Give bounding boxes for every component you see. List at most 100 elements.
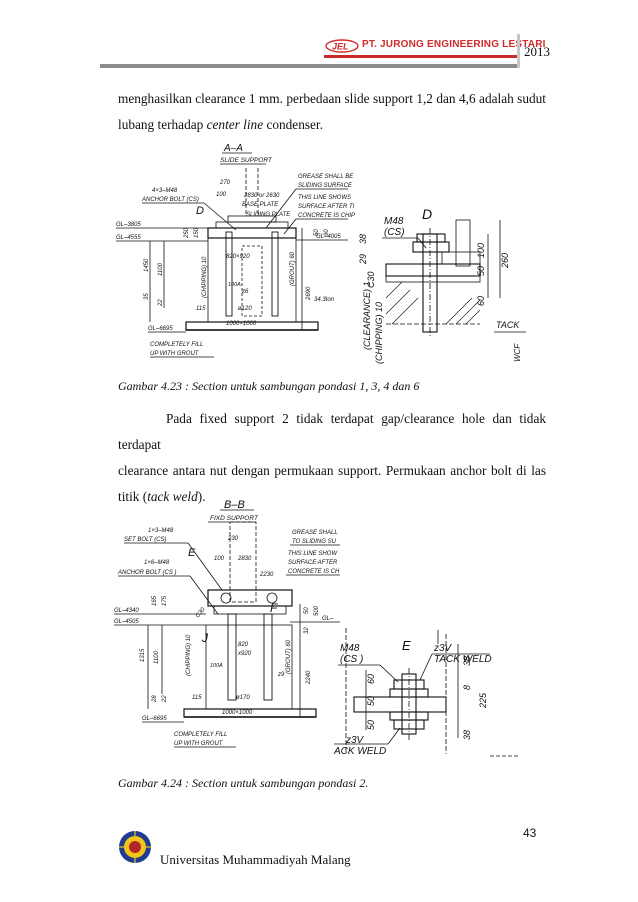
text-run: lubang terhadap: [118, 117, 207, 132]
dim-230: 230: [227, 536, 239, 542]
page-number: 43: [523, 826, 537, 840]
dim-115: 115: [196, 306, 206, 312]
base-plate-label: BASE PLATE: [242, 202, 279, 208]
dim-100: 100: [214, 556, 225, 562]
fill-note: COMPLETELY FILL: [174, 732, 227, 738]
detail-e-dim-60: 60: [366, 674, 376, 684]
detail-d-bolt-mat: (CS): [384, 227, 405, 238]
detail-e-tack-top: TACK WELD: [434, 654, 492, 665]
detail-d-dim-38: 38: [358, 234, 368, 244]
section-title: B–B: [224, 499, 245, 511]
detail-e-dim-225: 225: [478, 692, 488, 709]
surface-after-note: SURFACE AFTER TI: [298, 204, 355, 210]
gl-label: GL–4005: [316, 234, 341, 240]
paragraph-1-line-1: menghasilkan clearance 1 mm. perbedaan s…: [118, 91, 546, 106]
paragraph-2-line-1: Pada fixed support 2 tidak terdapat gap/…: [118, 411, 546, 452]
grease-note: GREASE SHALL: [292, 530, 338, 536]
detail-e-dim-50: 50: [366, 696, 376, 706]
gl-label: GL–4555: [116, 235, 141, 241]
set-bolt-qty: 1×3–M48: [148, 528, 174, 534]
gl-label: GL–6695: [148, 326, 173, 332]
load-note: 34.3ton: [314, 297, 335, 303]
dim-z9: z9: [277, 672, 285, 678]
sliding-note: TO SLIDING SU: [292, 539, 337, 545]
section-subtitle: SLIDE SUPPORT: [220, 157, 273, 164]
header-year: 2013: [524, 44, 550, 59]
paragraph-2-line-2: clearance antara nut dengan permukaan su…: [118, 463, 546, 478]
dim-500: 500: [314, 605, 320, 616]
section-subtitle: FIXD SUPPORT: [210, 515, 259, 522]
dim-270: 270: [219, 180, 231, 186]
line-shows-note: THIS LINE SHOW: [288, 551, 338, 557]
detail-d-chipping: (CHIPPING) 10: [374, 302, 384, 364]
dim-x920: x920: [237, 651, 252, 657]
detail-d-clearance: (CLEARANCE) 1: [362, 281, 372, 350]
text-run: ).: [197, 489, 206, 504]
detail-e-dim-38b: 38: [462, 730, 472, 740]
dim-2690: 2690: [306, 286, 312, 301]
grout-dim: (GROUT) 60: [286, 639, 292, 674]
dim-2230: 2230: [259, 572, 274, 578]
concrete-chip-note: CONCRETE IS CHIP: [298, 213, 355, 219]
chipping-dim: (CHIPPING) 10: [186, 634, 192, 676]
dim-100a: 100A: [210, 663, 223, 669]
dim-35: 35: [144, 293, 150, 300]
dim-2240: 2240: [306, 670, 312, 685]
detail-e-dim-8: 8: [462, 685, 472, 690]
set-bolt-label: SET BOLT (CS): [124, 537, 167, 543]
gl-label: GL–4340: [114, 608, 139, 614]
detail-e-weld-top: z3V: [433, 643, 453, 654]
detail-d-bolt: M48: [384, 216, 404, 227]
dim-1100: 1100: [158, 262, 164, 276]
company-logo-text: JEL: [332, 42, 349, 52]
header-rule-red: [324, 55, 518, 58]
dim-1100: 1100: [154, 650, 160, 664]
detail-d-wcf: WCF: [513, 343, 522, 362]
paragraph-1-line-2: lubang terhadap center line condenser.: [118, 112, 546, 138]
grout-dim: (GROUT) 60: [290, 251, 296, 286]
gl-label: GL–3805: [116, 222, 141, 228]
figure-section-a-a: A–A SLIDE SUPPORT 4×3–M48 ANCHOR BOLT (C…: [116, 143, 526, 364]
figure-2-caption: Gambar 4.24 : Section untuk sambungan po…: [118, 776, 369, 790]
anchor-qty: 1×6–M48: [144, 560, 170, 566]
company-name: PT. JURONG ENGINEERING LESTARI: [362, 39, 546, 50]
detail-d-dim-29: 29: [358, 254, 368, 265]
dim-50: 50: [314, 229, 320, 236]
paragraph-2-line-3: titik (tack weld).: [118, 484, 546, 510]
dim-2830: 2830 or 2630: [243, 193, 280, 199]
chipping-dim: (CHIPPING) 10: [202, 256, 208, 298]
dim-z6: z6: [241, 289, 249, 295]
anchor-bolt-qty: 4×3–M48: [152, 188, 178, 194]
header-divider: [517, 34, 520, 68]
dim-1000: 1000×1000: [222, 710, 253, 716]
text-run: condenser.: [263, 117, 323, 132]
detail-mark-j: J: [201, 631, 209, 645]
detail-e-bolt: M48: [340, 643, 360, 654]
detail-d-dim-260: 260: [500, 253, 510, 269]
figure-section-b-b: B–B FIXD SUPPORT 1×3–M48 SET BOLT (CS) E…: [114, 499, 520, 757]
detail-d-dim-50: 50: [476, 266, 486, 276]
university-seal-icon: [119, 831, 151, 863]
paragraph-2: Pada fixed support 2 tidak terdapat gap/…: [118, 406, 546, 510]
company-logo: JEL: [325, 39, 359, 53]
dim-2830: 2830: [237, 556, 252, 562]
detail-e-dim-50b: 50: [366, 720, 376, 730]
concrete-note: CONCRETE IS CH: [288, 569, 340, 575]
dim-100: 100: [216, 192, 227, 198]
dim-150: 150: [194, 227, 200, 238]
detail-e-mark: E: [402, 638, 411, 653]
dim-820: 820: [238, 642, 249, 648]
dim-820: 820×920: [226, 254, 250, 260]
detail-e-bolt-mat: (CS ): [340, 654, 363, 665]
gl-label: GL–: [322, 616, 334, 622]
dim-165: 165: [152, 595, 158, 606]
dim-1450: 1450: [144, 258, 150, 272]
dim-22: 22: [158, 299, 164, 307]
anchor-bolt-label: ANCHOR BOLT (CS): [141, 197, 199, 203]
dim-22: 22: [162, 695, 168, 703]
sliding-surface-note: SLIDING SURFACE: [298, 183, 353, 189]
fill-note: COMPLETELY FILL: [150, 342, 203, 348]
paragraph-1: menghasilkan clearance 1 mm. perbedaan s…: [118, 86, 546, 138]
text-run: titik (: [118, 489, 148, 504]
sliding-plate-label: SLIDING PLATE: [246, 212, 291, 218]
